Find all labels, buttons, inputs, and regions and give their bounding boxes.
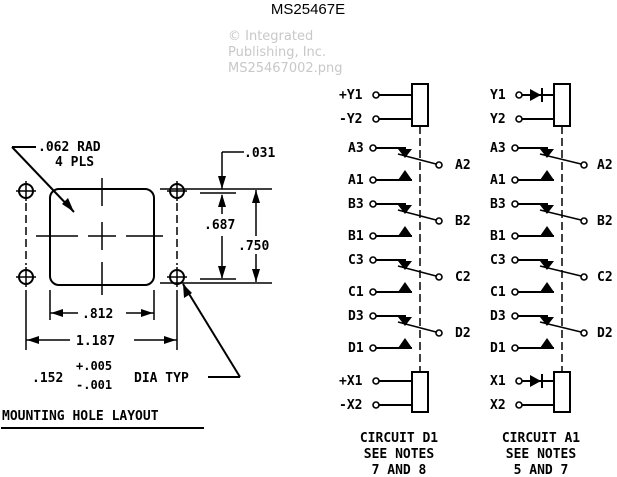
dim-1187-label: 1.187 xyxy=(76,334,115,349)
a1-pole-d: D3 D2 D1 xyxy=(490,309,613,356)
a1-c-no-label: C1 xyxy=(490,285,506,300)
d1-b-nc-label: B3 xyxy=(348,197,364,212)
radius-leader xyxy=(11,146,75,213)
d1-d-nc-label: D3 xyxy=(348,309,364,324)
hole-dia-minus-tol: -.001 xyxy=(76,378,112,392)
a1-pole-c: C3 C2 C1 xyxy=(490,253,613,300)
circuit-d1: +Y1 -Y2 A3 A2 A1 B3 B2 B1 xyxy=(339,83,471,477)
a1-a-common-label: A2 xyxy=(597,158,613,173)
mounting-heading: MOUNTING HOLE LAYOUT xyxy=(2,409,159,424)
d1-coil-top xyxy=(411,83,429,127)
a1-b-common-label: B2 xyxy=(597,214,613,229)
a1-coil-bottom-label-1: X1 xyxy=(490,374,506,389)
a1-caption-2: SEE NOTES xyxy=(506,447,577,462)
watermark: © Integrated Publishing, Inc. MS25467002… xyxy=(228,29,343,76)
radius-note-line1: .062 RAD xyxy=(38,140,101,155)
d1-b-no-label: B1 xyxy=(348,229,364,244)
mounting-hole-tl xyxy=(16,181,36,201)
hole-dia-leader xyxy=(182,283,241,378)
a1-coil-top xyxy=(553,83,571,127)
d1-pole-a: A3 A2 A1 xyxy=(348,141,471,188)
dim-031-label: .031 xyxy=(244,146,275,161)
mounting-hole-layout: .062 RAD 4 PLS .031 .687 .750 .812 xyxy=(1,140,275,429)
d1-terminal xyxy=(372,91,380,99)
d1-d-no-label: D1 xyxy=(348,341,364,356)
a1-caption-1: CIRCUIT A1 xyxy=(502,431,580,446)
d1-a-common-label: A2 xyxy=(455,158,471,173)
a1-a-nc-label: A3 xyxy=(490,141,506,156)
d1-coil-bottom-label-2: -X2 xyxy=(339,398,362,413)
d1-a-nc-label: A3 xyxy=(348,141,364,156)
mounting-hole-tr xyxy=(167,181,187,201)
watermark-line-3: MS25467002.png xyxy=(228,61,343,76)
radius-note-line2: 4 PLS xyxy=(55,155,94,170)
hole-dia-suffix: DIA TYP xyxy=(134,371,189,386)
a1-coil-bottom xyxy=(553,371,571,413)
d1-pole-c: C3 C2 C1 xyxy=(348,253,471,300)
d1-a-no-label: A1 xyxy=(348,173,364,188)
d1-terminal xyxy=(372,115,380,123)
d1-caption-3: 7 AND 8 xyxy=(372,463,427,477)
dim-812-label: .812 xyxy=(82,307,113,322)
circuit-a1: Y1 Y2 A3 A2 A1 B3 B2 B1 xyxy=(490,83,613,477)
dim-750-label: .750 xyxy=(238,239,269,254)
a1-caption-3: 5 AND 7 xyxy=(514,463,569,477)
watermark-line-2: Publishing, Inc. xyxy=(228,45,326,60)
d1-c-no-label: C1 xyxy=(348,285,364,300)
a1-d-no-label: D1 xyxy=(490,341,506,356)
d1-caption-2: SEE NOTES xyxy=(364,447,435,462)
a1-c-common-label: C2 xyxy=(597,270,613,285)
d1-coil-top-label-1: +Y1 xyxy=(339,88,363,103)
d1-coil-bottom-label-1: +X1 xyxy=(339,374,363,389)
a1-pole-b: B3 B2 B1 xyxy=(490,197,613,244)
d1-c-common-label: C2 xyxy=(455,270,471,285)
a1-d-nc-label: D3 xyxy=(490,309,506,324)
d1-pole-d: D3 D2 D1 xyxy=(348,309,471,356)
a1-coil-bottom-label-2: X2 xyxy=(490,398,506,413)
d1-d-common-label: D2 xyxy=(455,326,471,341)
d1-coil-bottom xyxy=(411,371,429,413)
d1-c-nc-label: C3 xyxy=(348,253,364,268)
hole-dia-nominal: .152 xyxy=(32,371,63,386)
a1-pole-a: A3 A2 A1 xyxy=(490,141,613,188)
drawing-title: MS25467E xyxy=(271,1,345,18)
a1-diode-top-icon xyxy=(530,89,541,101)
dim-687-label: .687 xyxy=(204,218,235,233)
radius-arrowhead xyxy=(62,198,74,212)
d1-caption-1: CIRCUIT D1 xyxy=(360,431,438,446)
a1-a-no-label: A1 xyxy=(490,173,506,188)
a1-coil-top-label-1: Y1 xyxy=(490,88,506,103)
a1-d-common-label: D2 xyxy=(597,326,613,341)
a1-b-no-label: B1 xyxy=(490,229,506,244)
mounting-hole-bl xyxy=(16,267,36,287)
d1-b-common-label: B2 xyxy=(455,214,471,229)
a1-b-nc-label: B3 xyxy=(490,197,506,212)
d1-pole-b: B3 B2 B1 xyxy=(348,197,471,244)
watermark-line-1: © Integrated xyxy=(228,29,313,44)
a1-diode-bottom-icon xyxy=(530,375,541,387)
hole-dia-plus-tol: +.005 xyxy=(76,359,112,373)
d1-coil-top-label-2: -Y2 xyxy=(339,112,362,127)
a1-coil-top-label-2: Y2 xyxy=(490,112,506,127)
a1-c-nc-label: C3 xyxy=(490,253,506,268)
